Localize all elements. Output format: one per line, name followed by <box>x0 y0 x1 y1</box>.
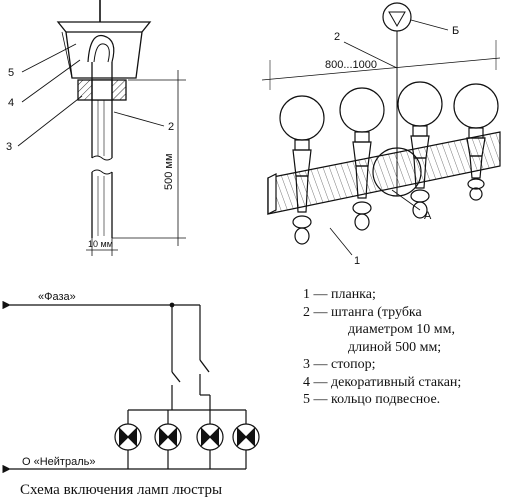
callout-4: 4 <box>8 97 14 109</box>
callout-2-right: 2 <box>334 31 340 43</box>
callout-3: 3 <box>6 141 12 153</box>
callout-b: Б <box>452 25 459 37</box>
wiring-diagram <box>2 300 260 474</box>
parts-legend: 1 — планка; 2 — штанга (трубка диаметром… <box>303 286 513 409</box>
lamp-2 <box>339 87 385 231</box>
legend-item-2-cont-1: диаметром 10 мм, <box>348 322 456 337</box>
decorative-cup <box>56 21 152 79</box>
lamp-3 <box>397 81 443 219</box>
pendant-detail-figure <box>17 0 186 256</box>
callout-5: 5 <box>8 67 14 79</box>
legend-item-2-cont-2: длиной 500 мм; <box>348 339 442 355</box>
plank <box>267 131 501 215</box>
legend-item-5: 5 — кольцо подвесное. <box>303 392 441 407</box>
legend-item-3: 3 — стопор; <box>303 357 376 372</box>
dim-800-1000: 800...1000 <box>325 59 377 71</box>
legend-item-4: 4 — декоративный стакан; <box>303 374 462 390</box>
hanging-ring <box>87 34 115 63</box>
chandelier-figure <box>261 2 501 256</box>
callout-a: А <box>424 210 432 222</box>
neutral-label: О «Нейтраль» <box>22 456 95 468</box>
dim-10mm: 10 мм <box>88 239 113 249</box>
circuit-caption: Схема включения ламп люстры <box>20 482 223 498</box>
legend-item-1: 1 — планка; <box>303 287 376 302</box>
phase-label: «Фаза» <box>38 291 76 303</box>
legend-item-2: 2 — штанга (трубка <box>303 304 422 320</box>
lamp-1 <box>279 95 325 245</box>
dim-500mm: 500 мм <box>163 153 175 190</box>
lamp-4 <box>453 83 499 201</box>
callout-2-left: 2 <box>168 121 174 133</box>
callout-1: 1 <box>354 255 360 267</box>
